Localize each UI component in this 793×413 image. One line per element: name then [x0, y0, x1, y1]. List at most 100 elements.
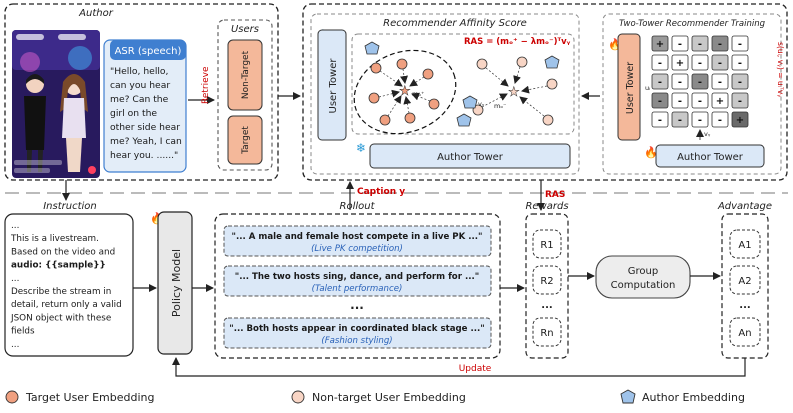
- affinity-user-tower-label: User Tower: [328, 58, 339, 114]
- matrix-cell: [651, 111, 669, 128]
- matrix-cell-sign: -: [698, 115, 702, 126]
- rollout-item: [223, 265, 492, 297]
- legend-non-target-swatch: [291, 390, 305, 404]
- affinity-panel: [310, 13, 580, 175]
- affinity-author-tower-label: Author Tower: [437, 152, 504, 163]
- legend-author-label: Author Embedding: [642, 391, 745, 404]
- rewards-box: [525, 213, 569, 359]
- training-user-tower: [617, 33, 641, 141]
- instruction-line: audio: {{sample}}: [11, 261, 106, 271]
- non-target-label: Non-Target: [241, 50, 251, 99]
- matrix-cell: [691, 111, 709, 128]
- m-minus-label: mₒ⁻: [494, 102, 506, 110]
- advantage-item: [729, 265, 761, 295]
- update-label: Update: [459, 364, 492, 374]
- matrix-cell: [711, 111, 729, 128]
- training-author-tower-label: Author Tower: [677, 152, 744, 163]
- non-target-arrows: [481, 66, 548, 117]
- m-plus-label: mₒ⁺: [412, 90, 424, 98]
- matrix-cell-sign: -: [698, 39, 702, 50]
- matrix-cell-sign: -: [698, 77, 702, 88]
- training-author-tower: [655, 144, 765, 168]
- instruction-text: ... This is a livestream. Based on the vid…: [10, 221, 122, 350]
- asr-label: ASR (speech): [115, 46, 182, 57]
- rewards-item-label: R2: [540, 276, 553, 287]
- advantage-ellipsis: ...: [739, 300, 750, 311]
- target-label: Target: [241, 126, 251, 155]
- rollout-item-tag: (Live PK competition): [311, 244, 403, 254]
- rollout-items: "... A male and female host compete in a…: [223, 225, 492, 349]
- rewards-items: R1R2Rn...: [532, 229, 562, 347]
- advantage-item: [729, 229, 761, 259]
- legend-non-target-label: Non-target User Embedding: [312, 391, 466, 404]
- users-box: [217, 19, 273, 171]
- matrix-cell: [651, 92, 669, 109]
- policy-model: [157, 211, 193, 355]
- matrix-cell: [691, 35, 709, 52]
- matrix-cell-sign: -: [698, 96, 702, 107]
- matrix-cell: [671, 35, 689, 52]
- rewards-item-label: Rn: [540, 328, 553, 339]
- instruction-title: Instruction: [43, 201, 97, 212]
- score-formula: s(uᵢ, vᵧ) = uᵢᵀvᵧ: [776, 42, 785, 97]
- score-matrix: +-----+-----------+-----+: [651, 35, 749, 128]
- matrix-cell-sign: -: [718, 77, 722, 88]
- rollout-box: [214, 213, 501, 359]
- matrix-cell-sign: -: [718, 39, 722, 50]
- non-target-user: [227, 39, 263, 111]
- matrix-cell: [671, 111, 689, 128]
- author-embedding-marks: [364, 41, 560, 127]
- instruction-line: Based on the video and: [11, 247, 115, 257]
- livestream-image: [12, 30, 100, 178]
- matrix-cell: [731, 92, 749, 109]
- advantage-item-label: A1: [738, 240, 751, 251]
- author-title: Author: [78, 8, 114, 19]
- instruction-line: This is a livestream.: [10, 234, 99, 244]
- matrix-cell: [731, 73, 749, 90]
- target-arrows: [378, 68, 431, 117]
- matrix-cell: [711, 35, 729, 52]
- asr-line: me? Yeah, I can: [110, 136, 182, 147]
- affinity-title: Recommender Affinity Score: [383, 18, 527, 29]
- embedding-space: [351, 33, 575, 135]
- retrieve-label: Retrieve: [201, 66, 211, 104]
- asr-tag: [110, 40, 186, 60]
- matrix-cell-sign: +: [736, 115, 744, 126]
- matrix-cell-sign: -: [678, 96, 682, 107]
- target-centroid-star: ★: [399, 84, 411, 99]
- non-target-centroid-star: ★: [508, 85, 520, 100]
- matrix-cell-sign: -: [658, 77, 662, 88]
- advantage-item-label: A2: [738, 276, 751, 287]
- matrix-cell-sign: -: [738, 96, 742, 107]
- instruction-line: Describe the stream in: [11, 287, 111, 297]
- instruction-box: [4, 213, 134, 357]
- rollout-item-tag: (Talent performance): [312, 284, 403, 294]
- matrix-cell-sign: -: [678, 77, 682, 88]
- affinity-user-tower: [317, 29, 347, 141]
- update-loop-arrow: [172, 357, 746, 377]
- group-computation: [595, 255, 691, 299]
- rewards-title: Rewards: [525, 201, 568, 212]
- ras-label: RAS: [545, 190, 565, 200]
- snowflake-icon-2: ❄: [356, 141, 366, 155]
- rewards-item: [532, 229, 562, 259]
- matrix-cell: [691, 73, 709, 90]
- instruction-line: detail, return only a valid: [11, 300, 122, 310]
- matrix-cell-sign: -: [718, 58, 722, 69]
- instruction-line: fields: [11, 327, 35, 337]
- rollout-title: Rollout: [340, 201, 376, 212]
- training-title: Two-Tower Recommender Training: [619, 19, 766, 29]
- matrix-cell-sign: +: [676, 58, 684, 69]
- training-user-tower-label: User Tower: [625, 62, 636, 114]
- matrix-cell: [671, 92, 689, 109]
- v-label: vᵧ: [478, 100, 485, 108]
- group-line2: Computation: [611, 280, 676, 291]
- matrix-cell: [651, 35, 669, 52]
- matrix-cell-sign: +: [716, 96, 724, 107]
- matrix-cell: [651, 73, 669, 90]
- fire-icon-2: 🔥: [644, 146, 658, 159]
- instruction-line: ...: [11, 274, 19, 284]
- rewards-item: [532, 317, 562, 347]
- matrix-cell-sign: -: [678, 39, 682, 50]
